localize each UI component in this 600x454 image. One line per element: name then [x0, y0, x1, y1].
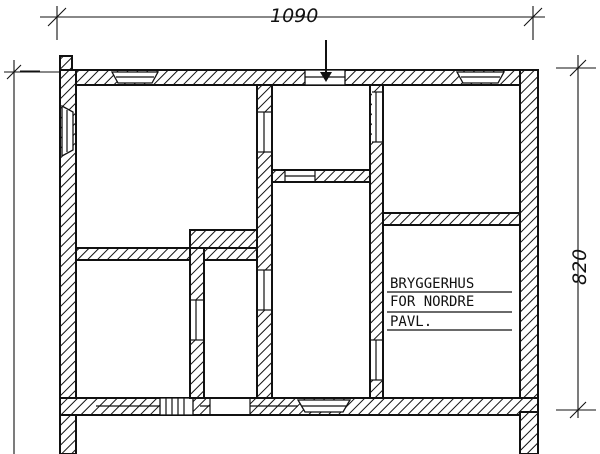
- width-dimension-label: 1090: [270, 5, 318, 27]
- room-label: BRYGGERHUS FOR NORDRE PAVL.: [387, 276, 512, 331]
- height-dimension-label: 820: [569, 249, 591, 285]
- door-openings: [191, 91, 382, 414]
- room-label-line3: PAVL.: [390, 314, 432, 330]
- width-dimension: 1090: [40, 5, 545, 40]
- windows: [61, 69, 506, 416]
- room-label-line1: BRYGGERHUS: [390, 276, 474, 292]
- room-label-line2: FOR NORDRE: [390, 294, 474, 310]
- interior-walls: [75, 84, 521, 399]
- entrance-arrow-icon: [320, 40, 332, 82]
- height-dimension: 820: [556, 55, 596, 419]
